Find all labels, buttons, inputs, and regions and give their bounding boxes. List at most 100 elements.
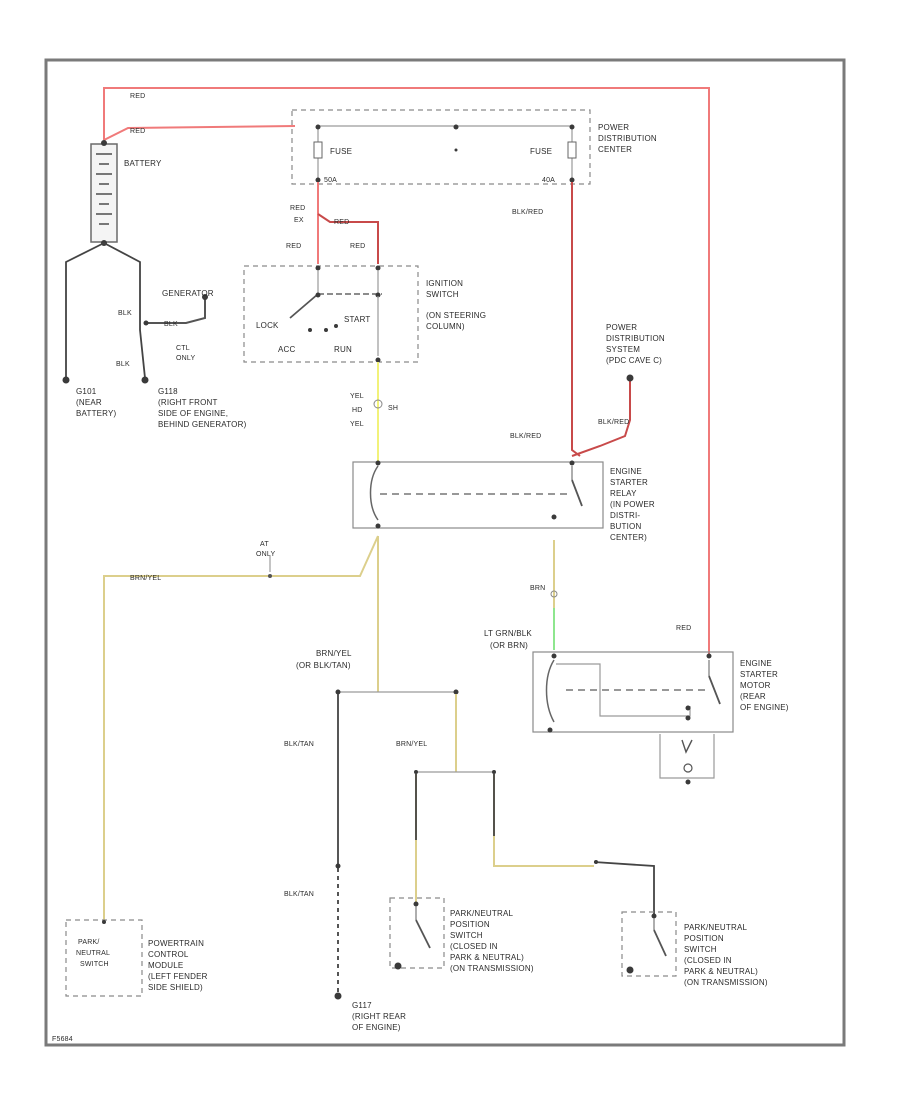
svg-text:SWITCH: SWITCH [80,961,109,968]
svg-text:OF ENGINE): OF ENGINE) [740,703,789,712]
svg-text:SIDE SHIELD): SIDE SHIELD) [148,983,203,992]
svg-text:RUN: RUN [334,345,352,354]
battery [90,140,118,246]
svg-text:BRN: BRN [530,585,545,592]
ground-g101 [62,376,70,384]
svg-text:(RIGHT FRONT: (RIGHT FRONT [158,398,218,407]
svg-text:BRN/YEL: BRN/YEL [396,741,427,748]
svg-text:40A: 40A [542,177,555,184]
label-engine-starter-motor: ENGINE [740,659,772,668]
svg-text:BEHIND GENERATOR): BEHIND GENERATOR) [158,420,247,429]
splice-sh [373,399,383,409]
svg-text:(OR BLK/TAN): (OR BLK/TAN) [296,661,351,670]
blk-wire-to-g118 [103,242,146,379]
svg-text:(NEAR: (NEAR [76,398,102,407]
label-generator: GENERATOR [162,289,214,298]
svg-text:YEL: YEL [350,393,364,400]
svg-text:BLK: BLK [164,321,178,328]
svg-text:PARK/: PARK/ [78,939,100,946]
svg-text:SWITCH: SWITCH [684,945,717,954]
svg-text:BATTERY): BATTERY) [76,409,117,418]
svg-text:BRN/YEL: BRN/YEL [316,649,352,658]
label-battery: BATTERY [124,159,162,168]
brn-yel-wire-relay-to-pcm [103,535,379,920]
svg-text:RED: RED [286,243,301,250]
generator-connector [202,294,208,300]
svg-text:RED: RED [290,205,305,212]
svg-text:NEUTRAL: NEUTRAL [76,950,110,957]
park-neutral-switch-2 [621,911,677,977]
svg-text:ACC: ACC [278,345,296,354]
label-g101: G101 [76,387,97,396]
svg-text:EX: EX [294,217,304,224]
svg-text:(PDC CAVE C): (PDC CAVE C) [606,356,662,365]
svg-text:START: START [344,315,370,324]
engine-starter-motor [532,651,734,733]
engine-starter-relay [352,461,604,529]
svg-text:BRN/YEL: BRN/YEL [130,575,161,582]
svg-text:ONLY: ONLY [176,355,195,362]
svg-text:BLK: BLK [118,310,132,317]
svg-text:BLK/TAN: BLK/TAN [284,741,314,748]
power-distribution-center [291,109,591,185]
label-pnp2: PARK/NEUTRAL [684,923,748,932]
svg-text:(LEFT FENDER: (LEFT FENDER [148,972,208,981]
starter-solenoid [545,659,555,723]
svg-text:DISTRIBUTION: DISTRIBUTION [598,134,657,143]
svg-text:(ON TRANSMISSION): (ON TRANSMISSION) [450,964,534,973]
label-g117: G117 [352,1001,372,1010]
relay-contact [571,479,583,507]
relay-coil [369,465,379,521]
label-pdc: POWER [598,123,629,132]
ground-g117 [334,992,342,1000]
svg-text:BLK/RED: BLK/RED [598,419,629,426]
svg-text:POSITION: POSITION [450,920,490,929]
red-wire-battery-to-starter [103,87,710,655]
label-pds: POWER [606,323,637,332]
fuse-left [313,141,323,159]
svg-text:(ON STEERING: (ON STEERING [426,311,486,320]
ignition-switch-contact[interactable] [289,293,319,319]
svg-text:SYSTEM: SYSTEM [606,345,640,354]
svg-text:LOCK: LOCK [256,321,279,330]
svg-text:YEL: YEL [350,421,364,428]
label-red-left: RED [130,128,145,135]
svg-text:RELAY: RELAY [610,489,637,498]
svg-text:CENTER: CENTER [598,145,632,154]
powertrain-control-module [65,919,143,997]
ignition-switch [243,265,419,363]
red-wire-battery-to-pdc [103,125,296,141]
generator-ground-lead [146,298,206,324]
svg-text:BLK/RED: BLK/RED [510,433,541,440]
svg-text:BLK/TAN: BLK/TAN [284,891,314,898]
svg-text:COLUMN): COLUMN) [426,322,465,331]
svg-text:50A: 50A [324,177,337,184]
svg-text:POSITION: POSITION [684,934,724,943]
svg-text:RED: RED [350,243,365,250]
svg-text:CTL: CTL [176,345,190,352]
label-red-top: RED [130,93,145,100]
pnp2-contact [653,929,667,957]
blk-red-wire-relay-to-pds [571,380,631,457]
starter-motor-icon [683,763,693,773]
blk-red-wire-pdc-to-relay [571,182,581,457]
svg-text:PARK & NEUTRAL): PARK & NEUTRAL) [450,953,524,962]
svg-text:(RIGHT REAR: (RIGHT REAR [352,1012,406,1021]
svg-text:(OR BRN): (OR BRN) [490,641,528,650]
red-wire-pdc-to-ignition-start [317,213,379,264]
svg-text:BLK: BLK [116,361,130,368]
svg-text:(ON TRANSMISSION): (ON TRANSMISSION) [684,978,768,987]
svg-text:(CLOSED IN: (CLOSED IN [450,942,498,951]
label-fuse-left: FUSE [330,147,352,156]
label-engine-starter-relay: ENGINE [610,467,642,476]
svg-text:CENTER): CENTER) [610,533,647,542]
svg-text:SIDE OF ENGINE,: SIDE OF ENGINE, [158,409,228,418]
pds-connector [626,374,634,382]
label-g118: G118 [158,387,178,396]
svg-text:CONTROL: CONTROL [148,950,189,959]
park-neutral-switch-1 [389,897,445,969]
svg-text:MODULE: MODULE [148,961,183,970]
svg-text:AT: AT [260,541,269,548]
svg-text:MOTOR: MOTOR [740,681,771,690]
svg-text:STARTER: STARTER [740,670,778,679]
